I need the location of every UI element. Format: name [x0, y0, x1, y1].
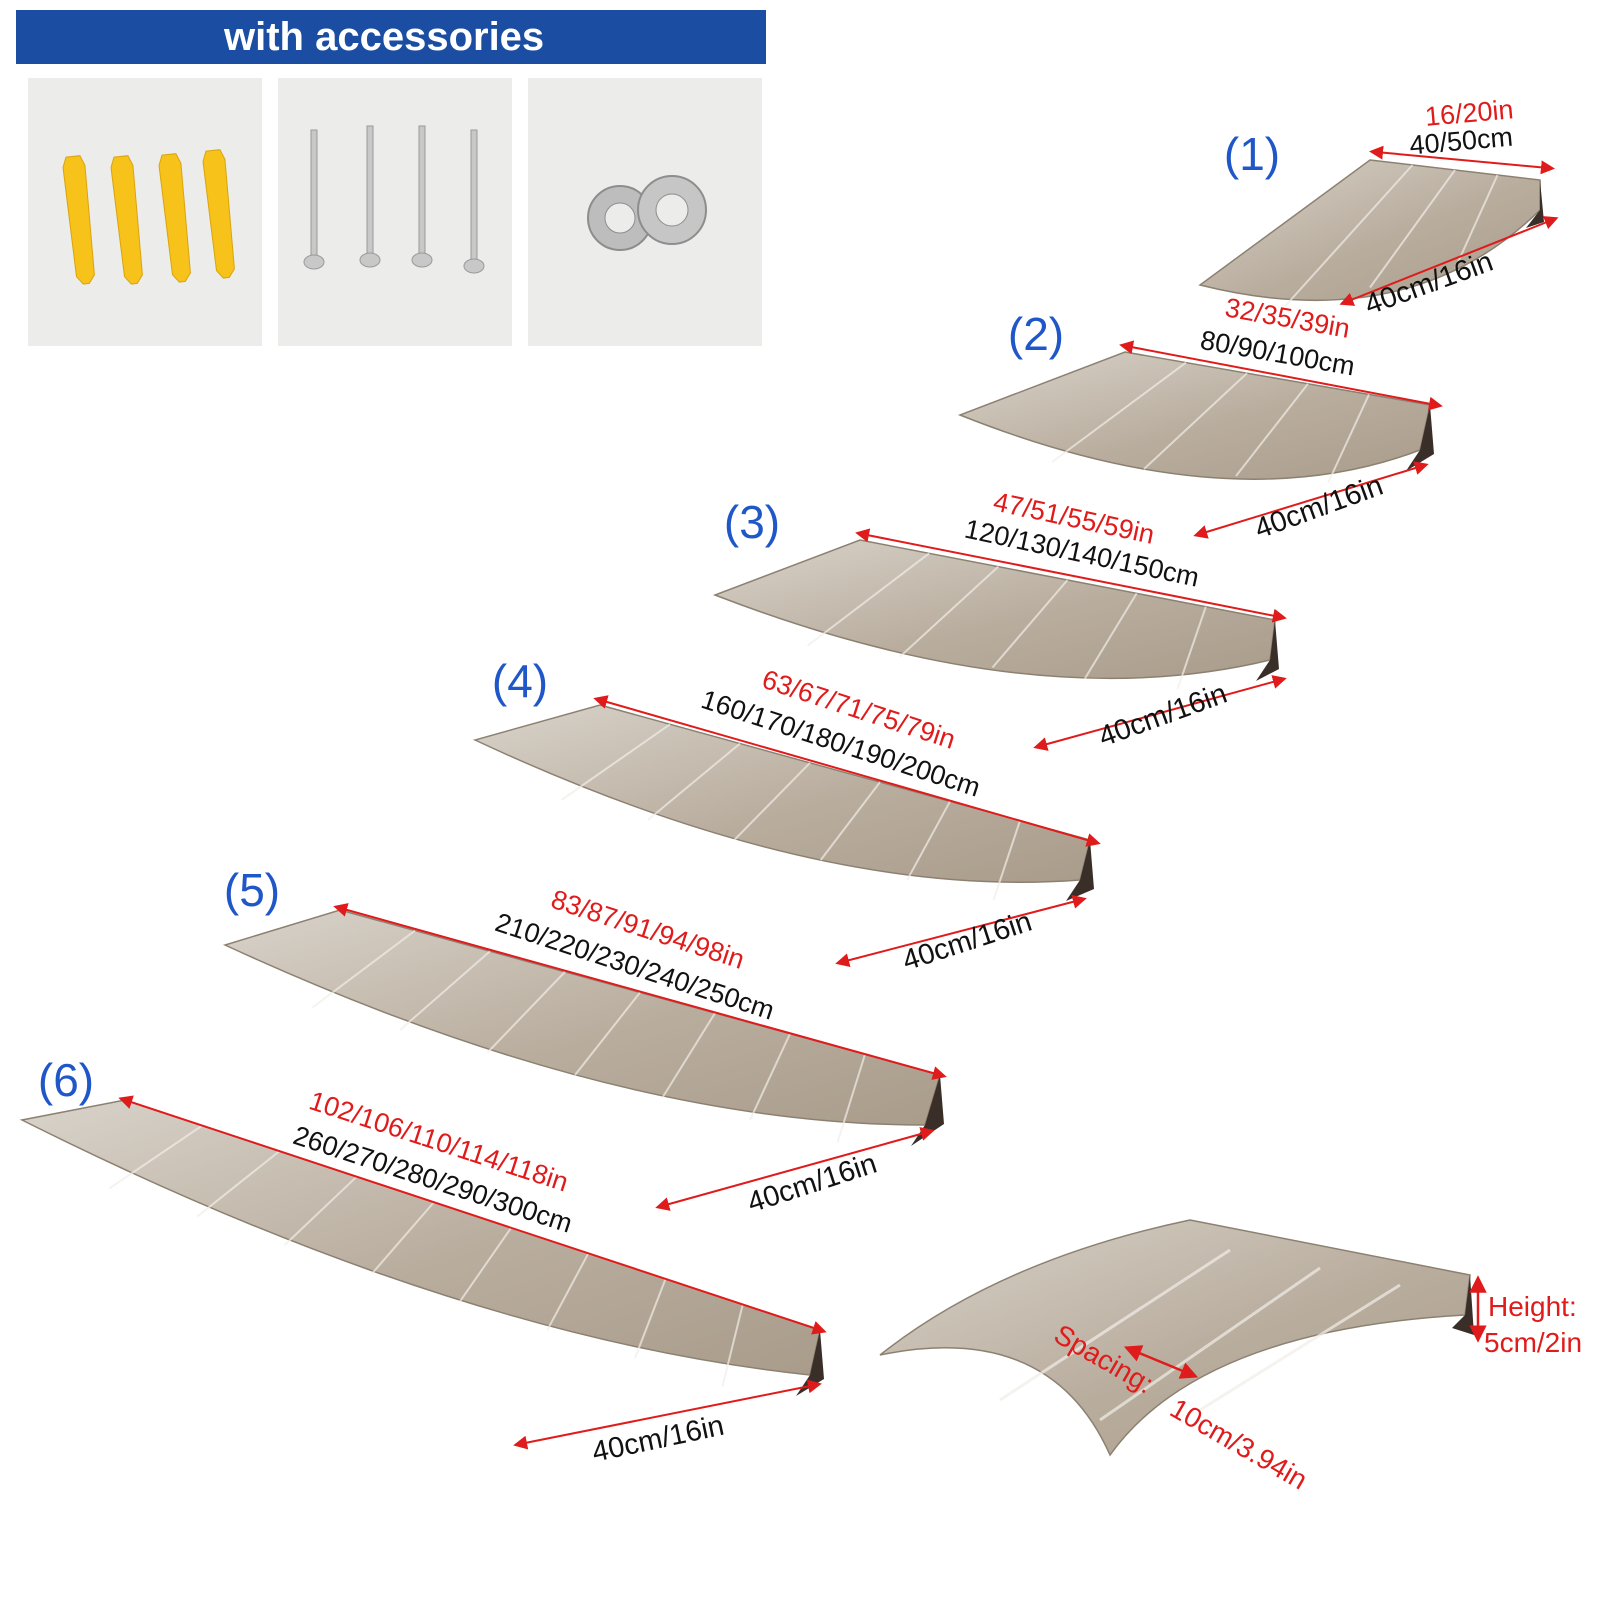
panel-rib — [1099, 1266, 1321, 1422]
awning-number-label: (2) — [1008, 308, 1064, 360]
depth-arrow — [1339, 216, 1559, 306]
awning-5: (5)83/87/91/94/98in210/220/230/240/250cm… — [222, 864, 947, 1220]
mounting-bracket — [1452, 1275, 1474, 1335]
spacing-arrow — [1123, 1345, 1199, 1379]
awning-6: (6)102/106/110/114/118in260/270/280/290/… — [19, 1054, 827, 1469]
wall-anchor-icon — [62, 149, 235, 285]
length-arrow — [333, 903, 947, 1080]
length-arrow — [593, 695, 1101, 847]
washer-icon — [587, 175, 707, 251]
depth-label: 40cm/16in — [744, 1148, 881, 1220]
depth-label: 40cm/16in — [1095, 678, 1232, 754]
length-arrow — [1119, 340, 1443, 411]
mounting-bracket — [911, 1075, 944, 1146]
depth-label: 40cm/16in — [589, 1410, 727, 1469]
wall-anchor-tile — [28, 78, 262, 346]
awning-number-label: (3) — [724, 496, 780, 548]
depth-arrow — [513, 1379, 822, 1450]
awning-number-label: (1) — [1224, 128, 1280, 180]
awning-number-label: (4) — [492, 655, 548, 707]
accessories-banner: with accessories — [16, 10, 766, 64]
mounting-bracket — [1256, 620, 1279, 681]
height-value: 5cm/2in — [1484, 1327, 1582, 1358]
spacing-value: 10cm/3.94in — [1165, 1392, 1313, 1495]
mounting-bracket — [1066, 840, 1094, 901]
mounting-bracket — [1526, 180, 1544, 228]
awning-number-label: (6) — [38, 1054, 94, 1106]
length-arrow — [118, 1095, 827, 1335]
length-cm-label: 40/50cm — [1408, 122, 1514, 161]
screw-icon — [303, 125, 485, 274]
awning-number-label: (5) — [224, 864, 280, 916]
depth-label: 40cm/16in — [1251, 470, 1388, 546]
length-arrow — [855, 528, 1287, 623]
mounting-bracket — [1406, 405, 1434, 471]
panel-rib — [1199, 1283, 1401, 1412]
washer-tile — [528, 78, 762, 346]
panel-rib — [999, 1248, 1231, 1402]
length-arrow — [1369, 145, 1555, 175]
height-label: Height: — [1488, 1291, 1577, 1322]
awning-panel — [879, 1219, 1471, 1457]
depth-arrow — [1193, 461, 1429, 539]
awning-panel — [1198, 159, 1541, 302]
depth-label: 40cm/16in — [899, 906, 1036, 978]
screw-tile — [278, 78, 512, 346]
mounting-bracket — [796, 1330, 824, 1396]
